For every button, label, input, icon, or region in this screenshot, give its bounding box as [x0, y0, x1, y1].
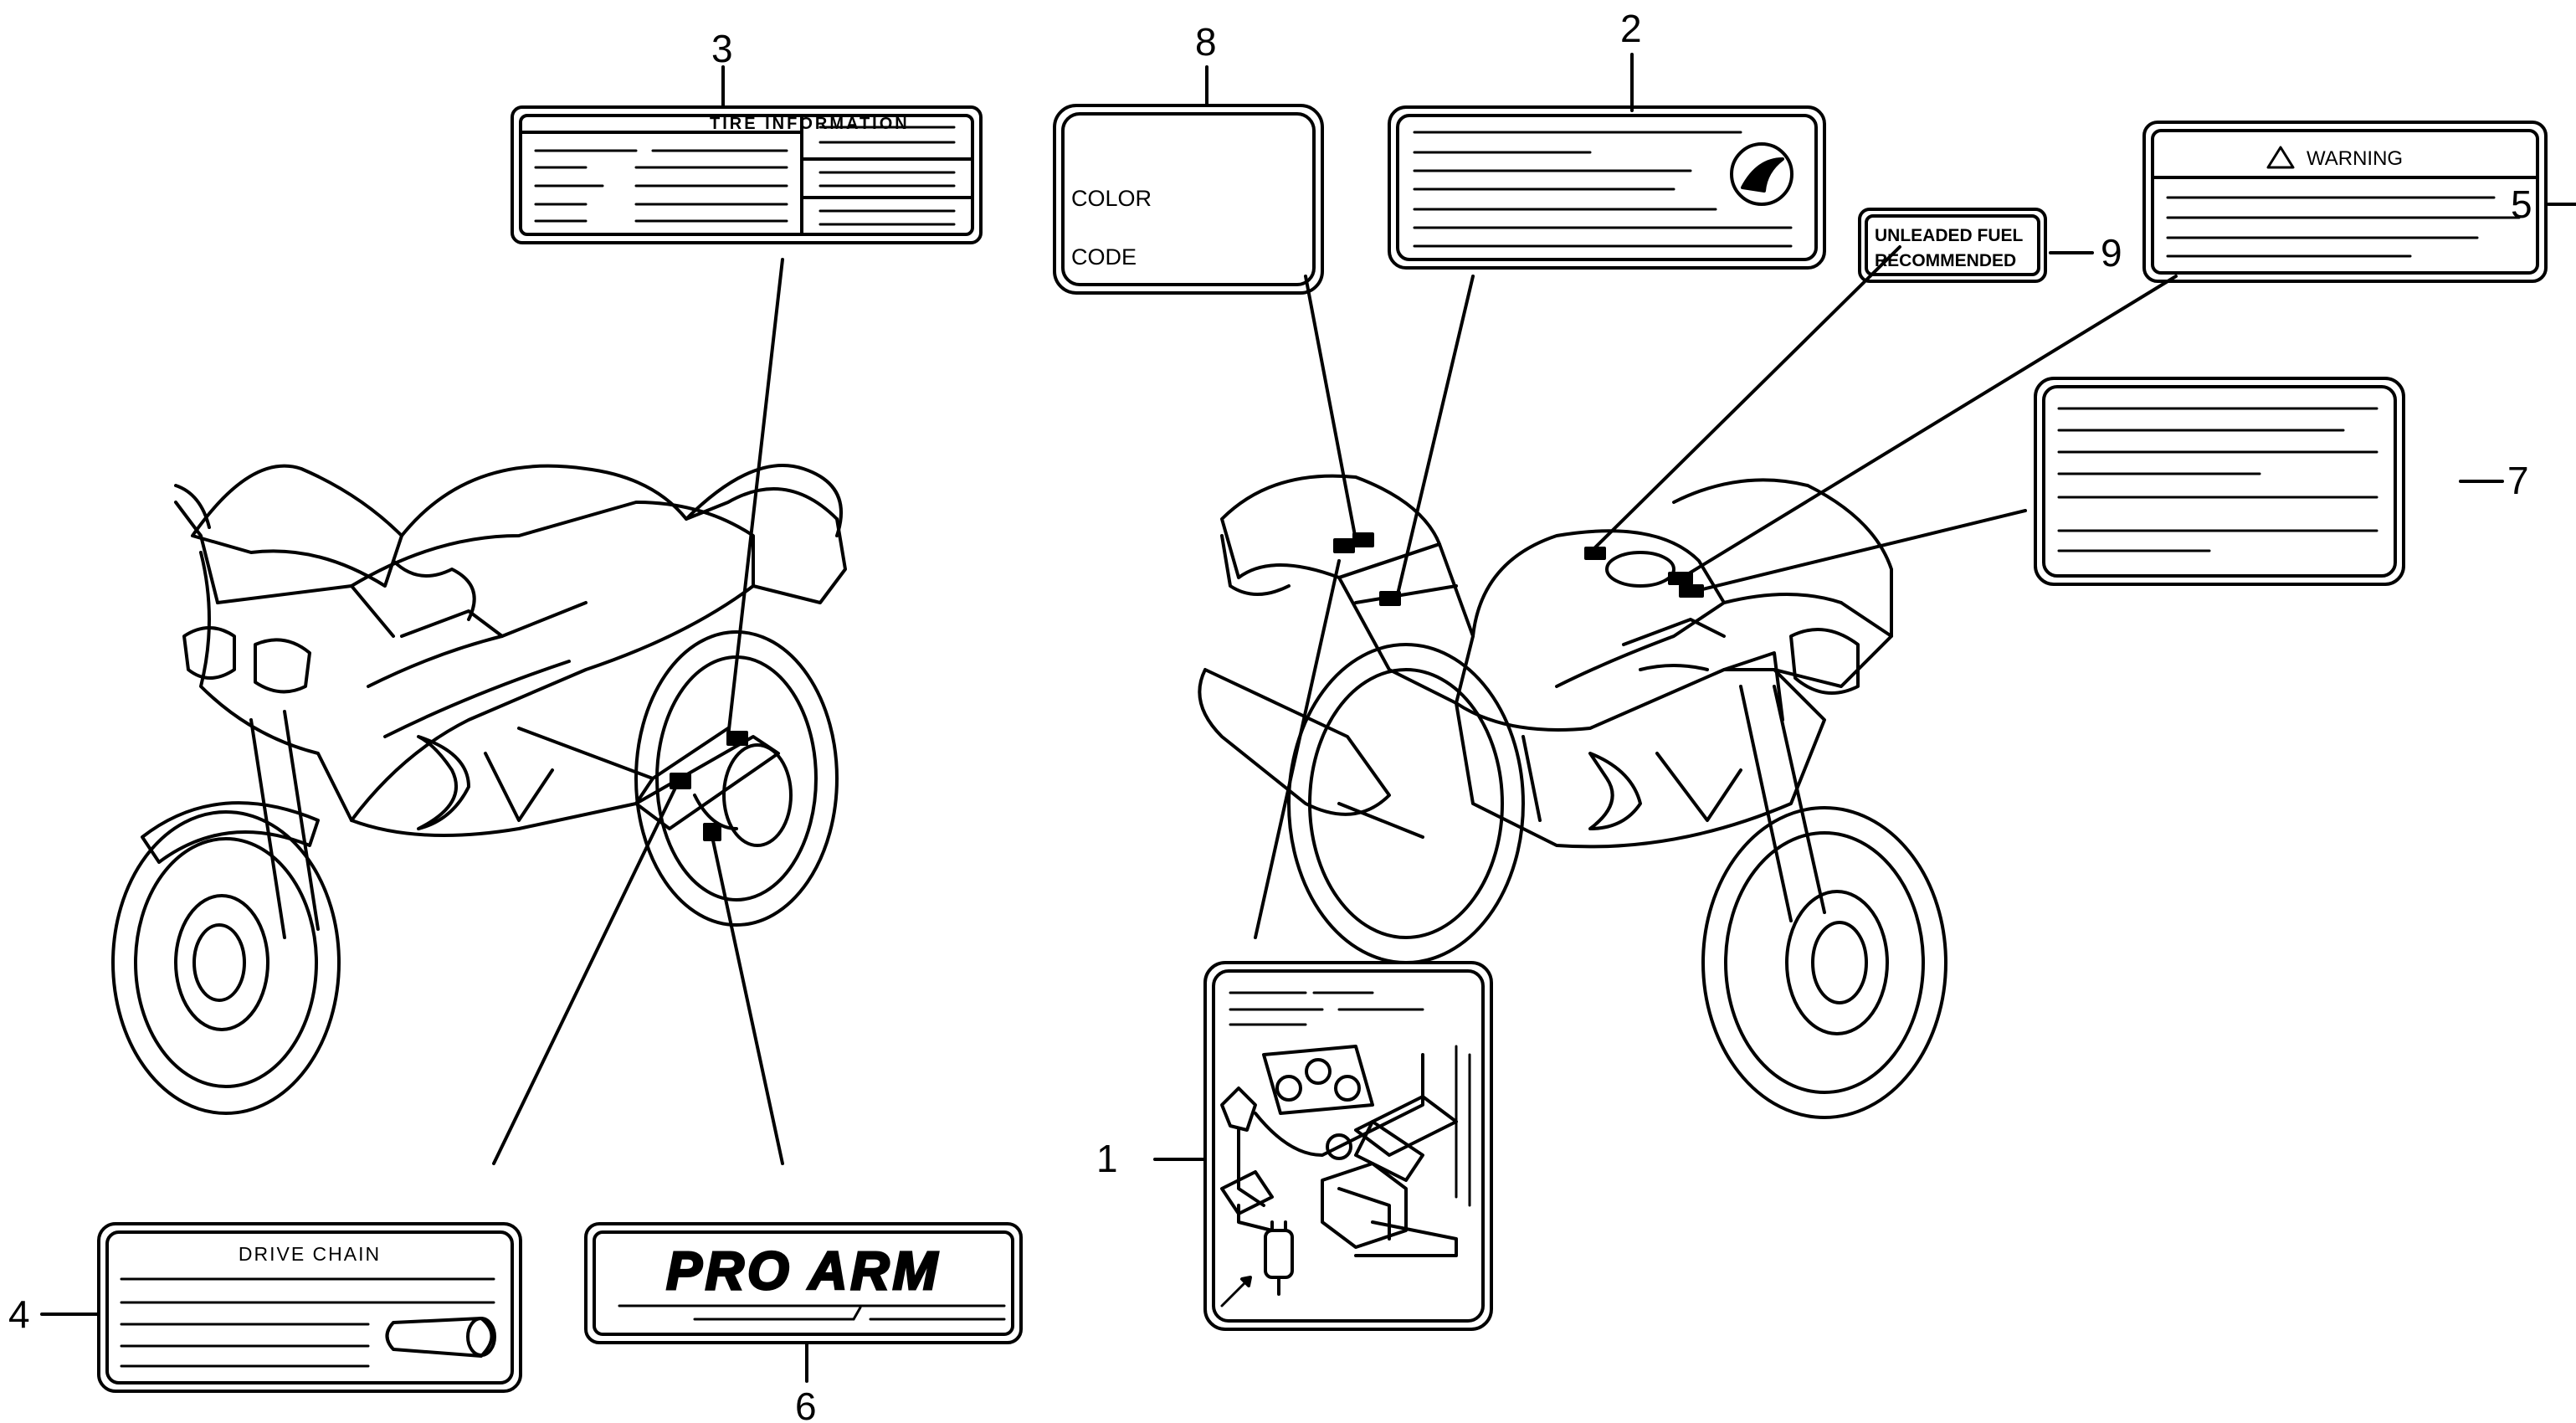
left-motorcycle: [111, 464, 847, 1115]
callout-7: 7: [2507, 459, 2529, 502]
color-code-label: [1053, 104, 1324, 295]
callout-6: 6: [795, 1384, 817, 1423]
tire-information-label: [511, 105, 983, 244]
info-label-7: [2034, 377, 2405, 586]
code-text: CODE: [1071, 244, 1137, 270]
unleaded-line1-text: UNLEADED FUEL: [1875, 226, 2024, 245]
right-motorcycle: [1198, 474, 1947, 1119]
honda-wing-logo: [1730, 142, 1793, 206]
unleaded-line2-text: RECOMMENDED: [1875, 251, 2016, 270]
callout-9: 9: [2101, 231, 2122, 275]
callout-3: 3: [711, 27, 733, 70]
unleaded-fuel-label: [1858, 208, 2047, 283]
warning-text: WARNING: [2307, 147, 2403, 170]
callout-2: 2: [1620, 7, 1642, 50]
callout-1: 1: [1096, 1137, 1118, 1180]
info-label-2: [1388, 105, 1826, 270]
drive-chain-label: [97, 1222, 522, 1393]
warning-label: [2142, 121, 2548, 283]
callout-8: 8: [1195, 20, 1217, 64]
tire-information-text: TIRE INFORMATION: [710, 115, 910, 133]
warning-triangle-icon: [2266, 146, 2295, 169]
emission-routing-label: [1203, 961, 1493, 1331]
pro-arm-text: PRO ARM: [666, 1241, 941, 1301]
color-text: COLOR: [1071, 186, 1152, 211]
pro-arm-label: [584, 1222, 1023, 1344]
callout-4: 4: [8, 1292, 30, 1336]
drive-chain-text: DRIVE CHAIN: [239, 1243, 381, 1265]
leader-lines: [40, 53, 2576, 1383]
callout-5: 5: [2511, 182, 2532, 226]
